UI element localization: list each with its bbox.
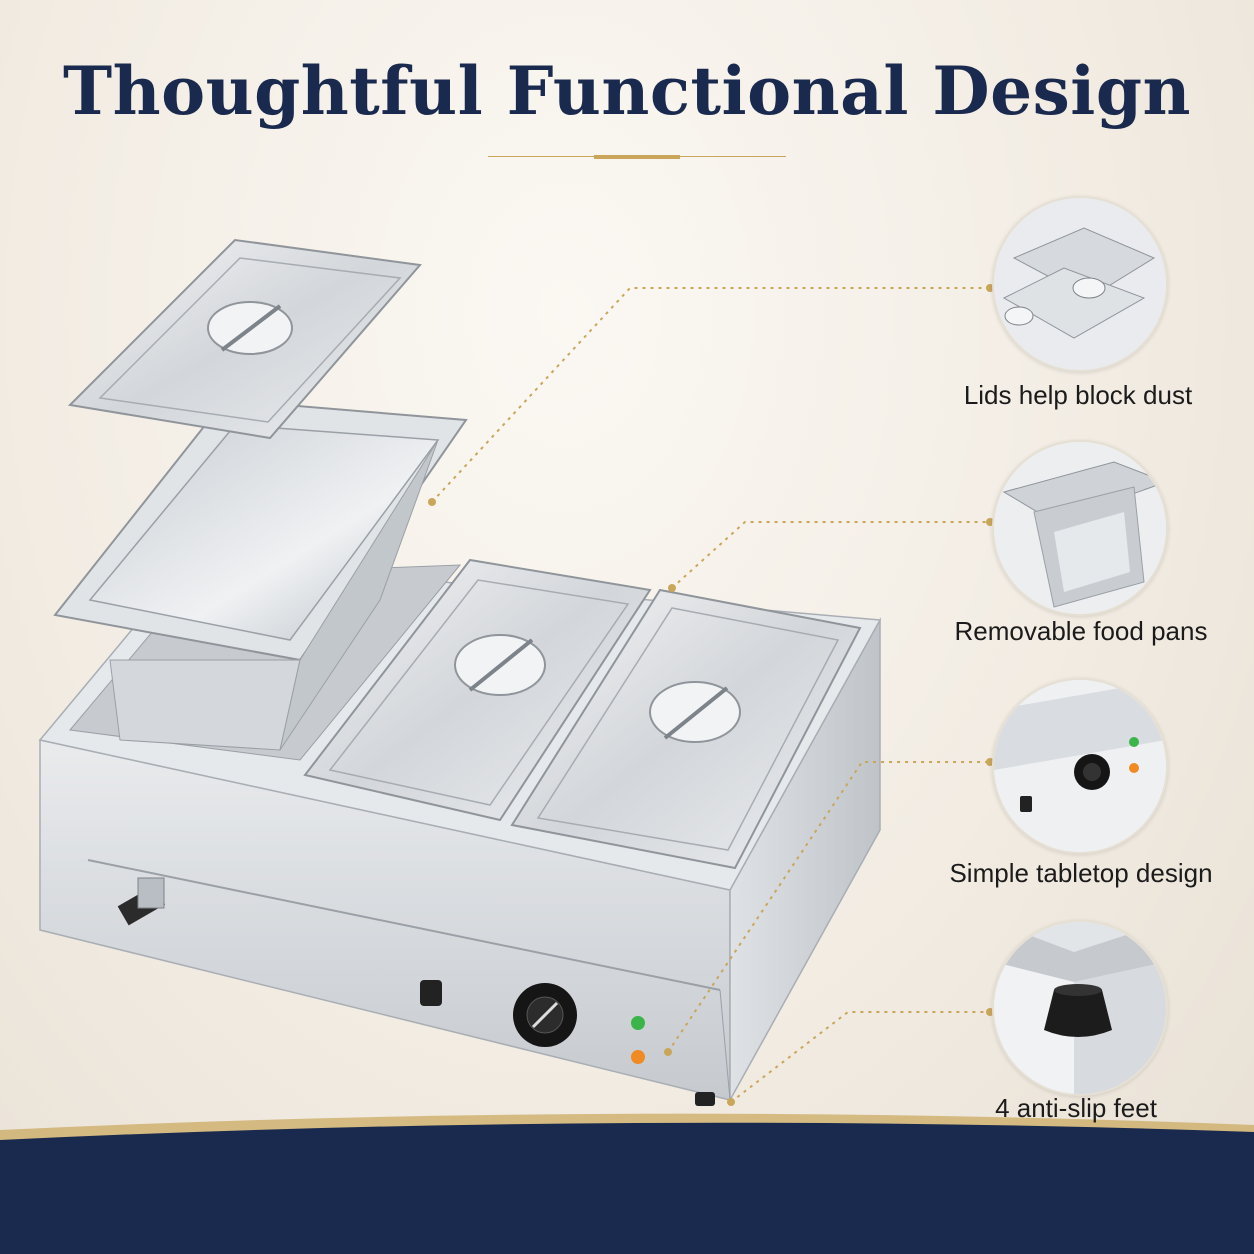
pan-closeup-icon xyxy=(992,440,1168,616)
feature-label-tabletop: Simple tabletop design xyxy=(949,858,1213,888)
control-knob-closeup-icon xyxy=(992,678,1168,854)
feature-label-lids: Lids help block dust xyxy=(963,380,1193,410)
feature-label-pans: Removable food pans xyxy=(954,616,1208,646)
feature-label-feet: 4 anti-slip feet xyxy=(995,1093,1157,1123)
title-divider-accent xyxy=(594,155,680,159)
page-title: Thoughtful Functional Design xyxy=(63,52,1191,130)
rubber-foot-closeup-icon xyxy=(992,920,1168,1096)
lid-closeup-icon xyxy=(992,196,1168,372)
